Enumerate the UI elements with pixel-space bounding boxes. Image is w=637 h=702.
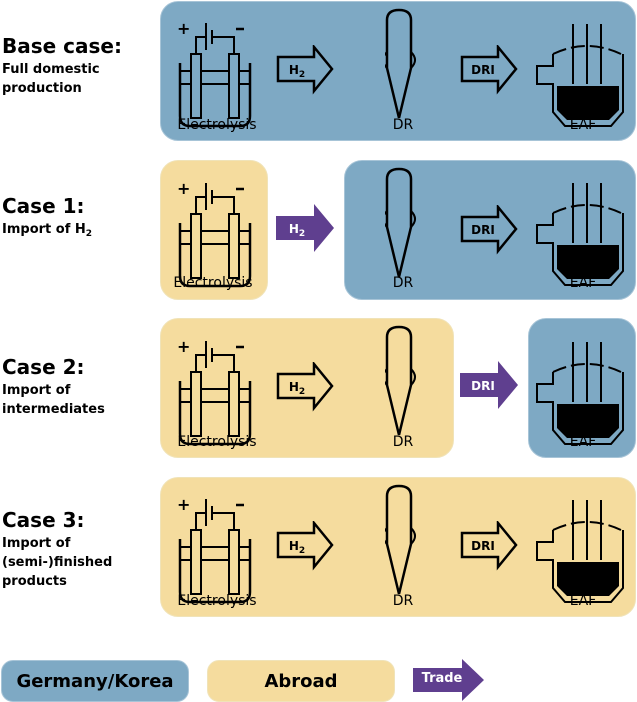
case-title: Case 2: <box>2 355 85 379</box>
eaf-caption: EAF <box>569 593 597 609</box>
case-title: Base case: <box>2 34 122 58</box>
legend-home: Germany/Korea <box>1 660 189 702</box>
eaf-furnace-icon <box>536 23 624 127</box>
case-title: Case 1: <box>2 194 85 218</box>
eaf-furnace-icon <box>536 341 624 445</box>
dri-flow-label: DRI <box>471 223 495 237</box>
dri-flow-label: DRI <box>471 539 495 553</box>
dri-trade-label: DRI <box>471 379 495 393</box>
dr-shaft-icon <box>385 325 417 437</box>
h2-flow-label: H2 <box>288 539 306 556</box>
electrolysis-icon <box>175 496 252 604</box>
eaf-caption: EAF <box>569 434 597 450</box>
h2-flow-label: H2 <box>288 63 306 80</box>
h2-trade-label: H2 <box>288 222 306 239</box>
electrolysis-caption: Electrolysis <box>173 275 253 291</box>
case-label-1: Case 1: Import of H2 <box>2 194 92 244</box>
eaf-furnace-icon <box>536 182 624 286</box>
dr-caption: DR <box>392 275 414 291</box>
electrolysis-caption: Electrolysis <box>177 434 257 450</box>
eaf-caption: EAF <box>569 275 597 291</box>
legend-trade-arrow <box>413 659 484 701</box>
case-subtitle: Import of H2 <box>2 222 93 239</box>
dr-shaft-icon <box>385 167 417 279</box>
dr-shaft-icon <box>385 484 417 596</box>
eaf-caption: EAF <box>569 117 597 133</box>
electrolysis-caption: Electrolysis <box>177 593 257 609</box>
case-title: Case 3: <box>2 508 85 532</box>
legend-abroad: Abroad <box>207 660 395 702</box>
electrolysis-caption: Electrolysis <box>177 117 257 133</box>
dr-caption: DR <box>392 117 414 133</box>
dri-flow-label: DRI <box>471 63 495 77</box>
dr-caption: DR <box>392 593 414 609</box>
electrolysis-icon <box>175 20 252 128</box>
dr-caption: DR <box>392 434 414 450</box>
legend-trade-label: Trade <box>421 671 463 686</box>
dr-shaft-icon <box>385 8 417 120</box>
eaf-furnace-icon <box>536 499 624 603</box>
h2-flow-label: H2 <box>288 380 306 397</box>
